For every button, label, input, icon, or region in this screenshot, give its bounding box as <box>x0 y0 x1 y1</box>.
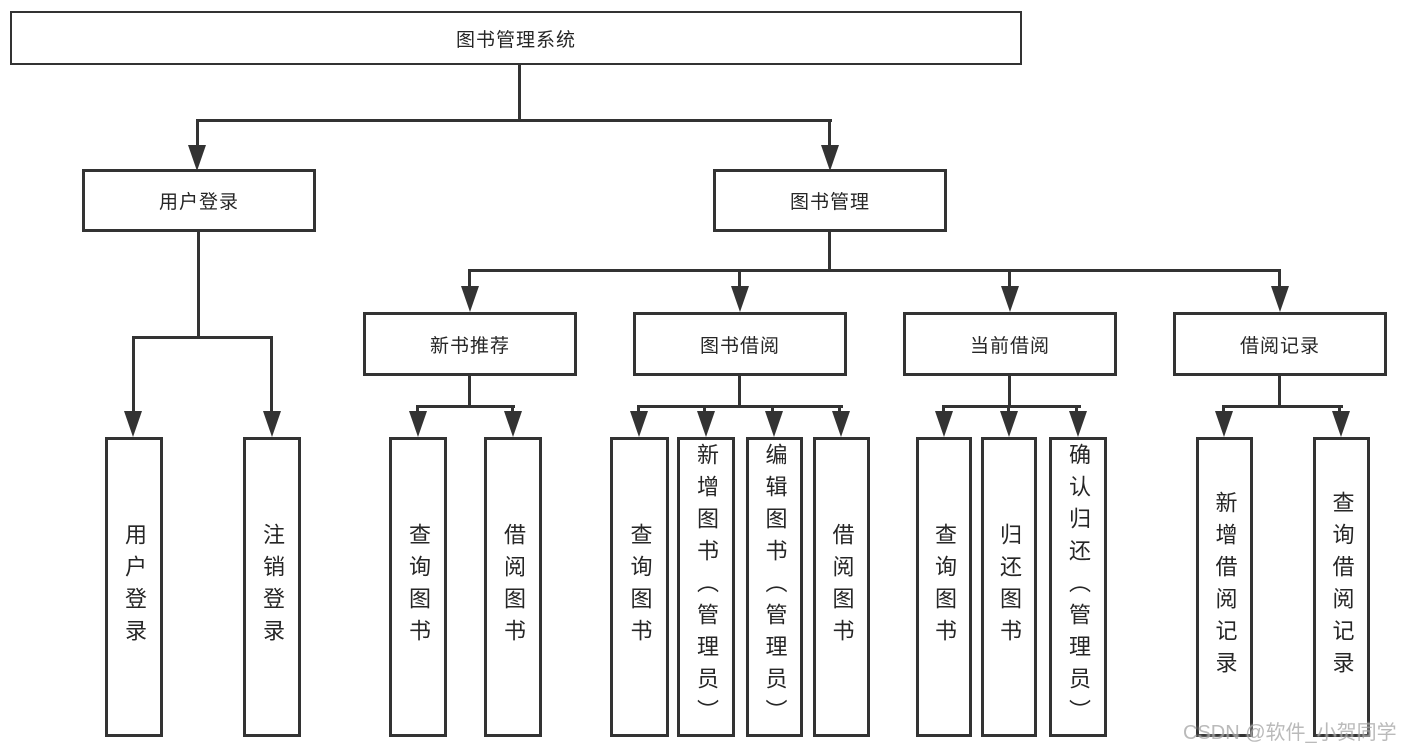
arrow-down <box>409 411 427 437</box>
connector-line <box>197 231 200 339</box>
leaf-bb-query-books: 查询图书 <box>610 437 669 737</box>
arrow-down <box>821 145 839 171</box>
connector-line <box>637 405 640 416</box>
node-label: 借阅记录 <box>1239 335 1320 357</box>
connector-line <box>771 405 774 416</box>
leaf-label: 注销登录 <box>260 523 285 651</box>
node-label: 图书借阅 <box>699 335 780 357</box>
connector-line <box>416 405 419 416</box>
connector-line <box>828 119 831 149</box>
leaf-label: 确认归还（管理员） <box>1066 443 1091 731</box>
connector-line <box>738 374 741 408</box>
leaf-nb-borrow-books: 借阅图书 <box>484 437 542 737</box>
leaf-label: 新增图书（管理员） <box>694 443 719 731</box>
arrow-down <box>504 411 522 437</box>
node-new-book-recommend: 新书推荐 <box>363 312 577 376</box>
arrow-down <box>263 411 281 437</box>
arrow-down <box>1069 411 1087 437</box>
leaf-bb-add-books-admin: 新增图书（管理员） <box>677 437 735 737</box>
node-library-management-system: 图书管理系统 <box>10 11 1022 65</box>
node-label: 当前借阅 <box>969 335 1050 357</box>
connector-line <box>1008 374 1011 408</box>
leaf-label: 查询图书 <box>406 523 431 651</box>
connector-line <box>270 336 273 414</box>
csdn-watermark: CSDN @软件_小贺同学 <box>1183 722 1397 744</box>
connector-line <box>132 336 135 414</box>
connector-line <box>1007 405 1010 416</box>
connector-line <box>468 269 1281 272</box>
connector-line <box>1278 374 1281 408</box>
leaf-br-add-record: 新增借阅记录 <box>1196 437 1253 737</box>
arrow-down <box>1000 411 1018 437</box>
leaf-label: 查询图书 <box>932 523 957 651</box>
leaf-cb-confirm-return-admin: 确认归还（管理员） <box>1049 437 1107 737</box>
connector-line <box>1222 405 1343 408</box>
connector-line <box>942 405 945 416</box>
arrow-down <box>124 411 142 437</box>
leaf-label: 借阅图书 <box>829 523 855 651</box>
arrow-down <box>461 286 479 312</box>
arrow-down <box>1332 411 1350 437</box>
connector-line <box>132 336 273 339</box>
node-label: 图书管理系统 <box>455 29 576 51</box>
leaf-label: 用户登录 <box>122 523 147 651</box>
connector-line <box>1222 405 1225 416</box>
node-user-login: 用户登录 <box>82 169 316 232</box>
connector-line <box>1278 269 1281 290</box>
connector-line <box>196 119 199 149</box>
node-book-management: 图书管理 <box>713 169 947 232</box>
leaf-label: 编辑图书（管理员） <box>762 443 788 731</box>
leaf-label: 查询借阅记录 <box>1329 491 1355 683</box>
connector-line <box>828 231 831 272</box>
leaf-bb-borrow-books: 借阅图书 <box>813 437 870 737</box>
leaf-cb-query-books: 查询图书 <box>916 437 972 737</box>
connector-line <box>468 374 471 408</box>
node-book-borrowing: 图书借阅 <box>633 312 847 376</box>
leaf-br-query-record: 查询借阅记录 <box>1313 437 1370 737</box>
leaf-logout: 注销登录 <box>243 437 301 737</box>
node-label: 图书管理 <box>789 192 870 213</box>
node-label: 新书推荐 <box>429 335 510 357</box>
arrow-down <box>1271 286 1289 312</box>
leaf-cb-return-books: 归还图书 <box>981 437 1037 737</box>
connector-line <box>1008 269 1011 290</box>
arrow-down <box>832 411 850 437</box>
connector-line <box>468 269 471 290</box>
node-borrowing-records: 借阅记录 <box>1173 312 1387 376</box>
connector-line <box>838 405 841 416</box>
connector-line <box>942 405 1081 408</box>
leaf-label: 新增借阅记录 <box>1212 491 1238 683</box>
leaf-label: 归还图书 <box>997 523 1022 651</box>
leaf-label: 查询图书 <box>627 523 653 651</box>
node-current-borrowing: 当前借阅 <box>903 312 1117 376</box>
connector-line <box>703 405 706 416</box>
leaf-label: 借阅图书 <box>501 523 526 651</box>
connector-line <box>1338 405 1341 416</box>
connector-line <box>637 405 843 408</box>
arrow-down <box>630 411 648 437</box>
arrow-down <box>188 145 206 171</box>
leaf-nb-query-books: 查询图书 <box>389 437 447 737</box>
arrow-down <box>1215 411 1233 437</box>
arrow-down <box>731 286 749 312</box>
arrow-down <box>1001 286 1019 312</box>
leaf-user-login: 用户登录 <box>105 437 163 737</box>
arrow-down <box>935 411 953 437</box>
connector-line <box>511 405 514 416</box>
connector-line <box>196 119 832 122</box>
connector-line <box>416 405 515 408</box>
connector-line <box>1075 405 1078 416</box>
connector-line <box>518 63 521 121</box>
connector-line <box>738 269 741 290</box>
leaf-bb-edit-books-admin: 编辑图书（管理员） <box>746 437 803 737</box>
node-label: 用户登录 <box>158 192 239 213</box>
arrow-down <box>697 411 715 437</box>
arrow-down <box>765 411 783 437</box>
